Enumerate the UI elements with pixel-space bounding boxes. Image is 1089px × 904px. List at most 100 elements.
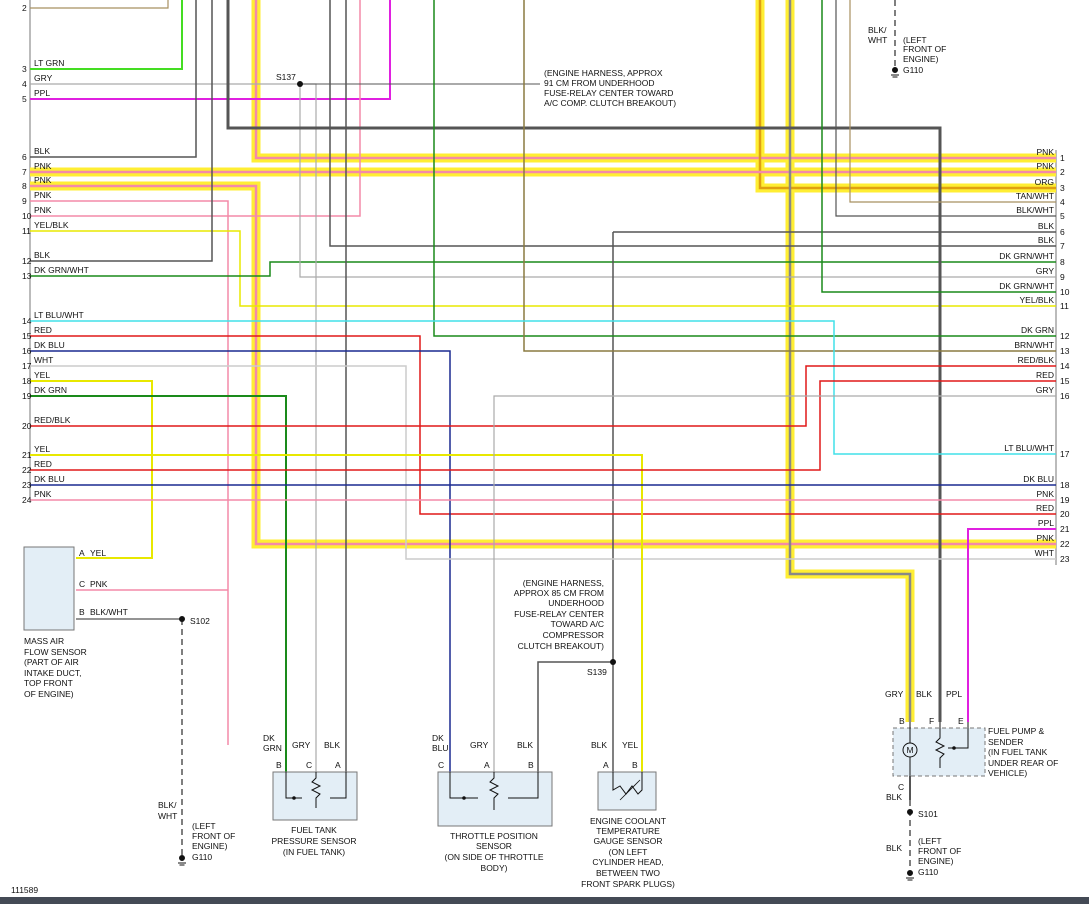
left-pin-number: 16 [22, 346, 32, 356]
left-pin-number: 6 [22, 152, 27, 162]
svg-text:GAUGE SENSOR: GAUGE SENSOR [594, 836, 663, 846]
svg-text:F: F [929, 716, 934, 726]
svg-text:GRY: GRY [470, 740, 489, 750]
maf-pin-a: A [79, 548, 85, 558]
left-pin-wire-label: PNK [34, 190, 52, 200]
svg-text:(LEFT: (LEFT [918, 836, 942, 846]
fuel-tank-pressure-sensor: DK GRN GRY BLK B C A FUEL TANK PRESSURE … [263, 733, 358, 857]
left-pin-wire-label: BLK [34, 250, 50, 260]
splice-dots [179, 81, 913, 815]
left-pin-wire-label: PNK [34, 489, 52, 499]
svg-text:FUEL TANK: FUEL TANK [291, 825, 337, 835]
right-pin-wire-label: GRY [1036, 266, 1055, 276]
right-connector-pins: 1PNK2PNK3ORG4TAN/WHT5BLK/WHT6BLK7BLK8DK … [999, 147, 1070, 564]
right-pin-wire-label: BRN/WHT [1014, 340, 1054, 350]
svg-text:DK: DK [263, 733, 275, 743]
svg-text:(ENGINE HARNESS, APPROX: (ENGINE HARNESS, APPROX [544, 68, 663, 78]
svg-text:UNDER REAR OF: UNDER REAR OF [988, 758, 1058, 768]
s137-label: S137 [276, 72, 296, 82]
left-pin-wire-label: YEL [34, 370, 50, 380]
wires [30, 0, 1056, 870]
fuel-pump-sender: M GRY BLK PPL B F E C BLK FUEL PUMP & SE… [885, 689, 1058, 802]
right-pin-number: 16 [1060, 391, 1070, 401]
right-pin-wire-label: PNK [1037, 533, 1055, 543]
left-pin-wire-label: YEL/BLK [34, 220, 69, 230]
svg-text:FUSE-RELAY CENTER TOWARD: FUSE-RELAY CENTER TOWARD [544, 88, 673, 98]
svg-text:B: B [632, 760, 638, 770]
left-pin-number: 15 [22, 331, 32, 341]
svg-text:WHT: WHT [158, 811, 177, 821]
svg-text:M: M [906, 745, 913, 755]
left-pin-wire-label: PNK [34, 205, 52, 215]
svg-text:YEL: YEL [622, 740, 638, 750]
svg-text:SENDER: SENDER [988, 737, 1023, 747]
right-pin-wire-label: DK GRN/WHT [999, 251, 1054, 261]
svg-text:TOWARD A/C: TOWARD A/C [551, 619, 604, 629]
svg-text:BLK: BLK [916, 689, 932, 699]
svg-text:BLK: BLK [517, 740, 533, 750]
svg-text:FUEL PUMP &: FUEL PUMP & [988, 726, 1045, 736]
right-pin-number: 18 [1060, 480, 1070, 490]
right-pin-number: 23 [1060, 554, 1070, 564]
left-pin-number: 7 [22, 167, 27, 177]
svg-text:GRY: GRY [292, 740, 311, 750]
bottom-bar [0, 897, 1089, 904]
left-pin-number: 21 [22, 450, 32, 460]
svg-text:BLK: BLK [591, 740, 607, 750]
left-pin-number: 14 [22, 316, 32, 326]
ground-right-labels: BLK (LEFT FRONT OF ENGINE) G110 [886, 836, 961, 877]
svg-text:TEMPERATURE: TEMPERATURE [596, 826, 660, 836]
svg-text:PPL: PPL [946, 689, 962, 699]
throttle-position-sensor: DK BLU GRY BLK C A B THROTTLE POSITION S… [432, 733, 553, 873]
left-pin-number: 12 [22, 256, 32, 266]
svg-text:COMPRESSOR: COMPRESSOR [543, 630, 604, 640]
svg-text:BETWEEN TWO: BETWEEN TWO [596, 868, 660, 878]
left-pin-number: 9 [22, 196, 27, 206]
left-pin-wire-label: RED/BLK [34, 415, 71, 425]
tps-body [437, 771, 553, 827]
svg-text:(LEFT: (LEFT [903, 35, 927, 45]
left-pin-wire-label: YEL [34, 444, 50, 454]
ground-left-labels: BLK/ WHT (LEFT FRONT OF ENGINE) G110 [158, 800, 235, 862]
left-pin-wire-label: BLK [34, 146, 50, 156]
maf-wire-b: BLK/WHT [90, 607, 128, 617]
maf-wire-a: YEL [90, 548, 106, 558]
svg-text:G110: G110 [903, 65, 923, 75]
svg-text:SENSOR: SENSOR [476, 841, 512, 851]
right-pin-wire-label: RED [1036, 370, 1054, 380]
left-pin-number: 2 [22, 3, 27, 13]
right-pin-wire-label: TAN/WHT [1016, 191, 1054, 201]
svg-text:GRN: GRN [263, 743, 282, 753]
s139-label: S139 [587, 667, 607, 677]
svg-text:BLK/: BLK/ [158, 800, 177, 810]
svg-text:C: C [306, 760, 312, 770]
svg-text:THROTTLE POSITION: THROTTLE POSITION [450, 831, 538, 841]
right-pin-wire-label: RED/BLK [1018, 355, 1055, 365]
svg-text:BLK/: BLK/ [868, 25, 887, 35]
s102-dot [179, 616, 185, 622]
svg-text:CYLINDER HEAD,: CYLINDER HEAD, [592, 857, 663, 867]
ground-top-labels: BLK/ WHT (LEFT FRONT OF ENGINE) G110 [868, 25, 946, 75]
svg-text:(ON LEFT: (ON LEFT [609, 847, 648, 857]
right-pin-wire-label: PNK [1037, 147, 1055, 157]
right-pin-wire-label: PPL [1038, 518, 1054, 528]
svg-text:ENGINE): ENGINE) [903, 54, 939, 64]
s101-label: S101 [918, 809, 938, 819]
svg-text:A: A [484, 760, 490, 770]
right-pin-wire-label: ORG [1035, 177, 1054, 187]
left-pin-wire-label: LT BLU/WHT [34, 310, 84, 320]
engine-coolant-temp-sensor: BLK YEL A B ENGINE COOLANT TEMPERATURE G… [581, 740, 675, 889]
svg-text:DK: DK [432, 733, 444, 743]
svg-text:91 CM FROM UNDERHOOD: 91 CM FROM UNDERHOOD [544, 78, 655, 88]
left-pin-number: 10 [22, 211, 32, 221]
svg-text:B: B [528, 760, 534, 770]
right-pin-number: 21 [1060, 524, 1070, 534]
right-pin-wire-label: RED [1036, 503, 1054, 513]
svg-text:ENGINE): ENGINE) [918, 856, 954, 866]
right-pin-wire-label: BLK/WHT [1016, 205, 1054, 215]
right-pin-number: 7 [1060, 241, 1065, 251]
svg-text:FRONT OF: FRONT OF [903, 44, 946, 54]
right-pin-number: 3 [1060, 183, 1065, 193]
right-pin-wire-label: DK GRN/WHT [999, 281, 1054, 291]
